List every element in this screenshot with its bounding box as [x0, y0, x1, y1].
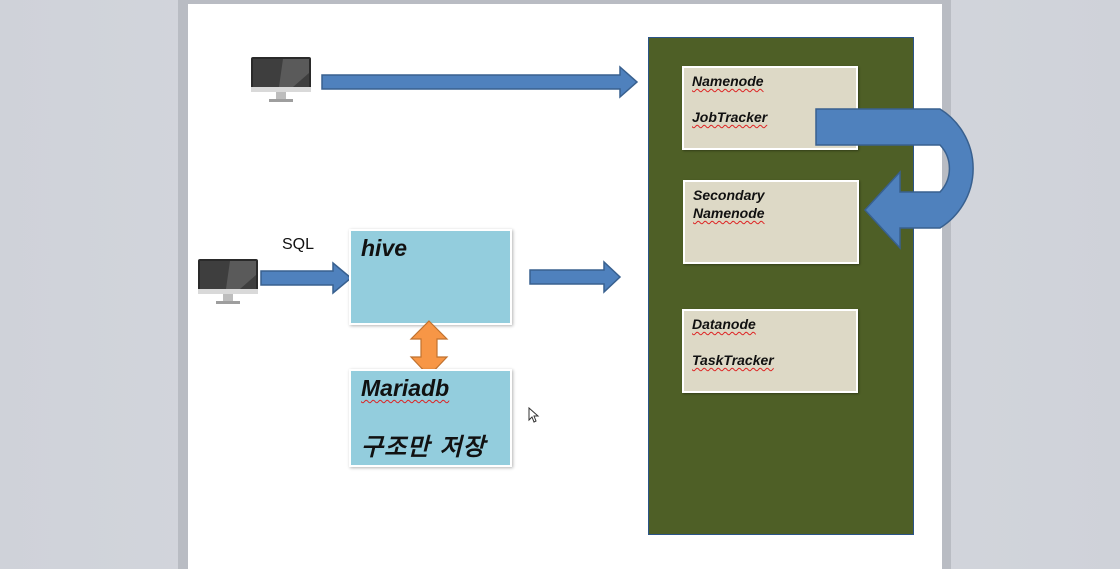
mariadb-caption: 구조만 저장	[361, 433, 486, 461]
mariadb-title: Mariadb	[361, 375, 450, 401]
namenode-box: Namenode JobTracker	[682, 66, 858, 150]
client-to-hive-arrow	[260, 261, 353, 295]
datanode-box: Datanode TaskTracker	[682, 309, 858, 393]
secondary-label: Secondary	[693, 187, 765, 203]
mariadb-box: Mariadb 구조만 저장	[349, 369, 512, 467]
namenode-to-secondary-uturn-arrow	[815, 108, 974, 250]
mouse-cursor-icon	[528, 407, 540, 423]
tasktracker-label: TaskTracker	[692, 352, 774, 368]
monitor-icon	[198, 259, 258, 304]
hive-box: hive	[349, 229, 512, 325]
hive-title: hive	[361, 235, 408, 261]
sql-label: SQL	[282, 236, 315, 253]
secondary-namenode-label: Namenode	[693, 205, 765, 221]
monitor-icon	[251, 57, 311, 102]
namenode-label: Namenode	[692, 73, 764, 89]
datanode-label: Datanode	[692, 316, 756, 332]
hive-to-cluster-arrow	[529, 260, 622, 294]
jobtracker-label: JobTracker	[692, 109, 768, 125]
secondary-namenode-box: Secondary Namenode	[683, 180, 859, 264]
client-to-namenode-arrow	[321, 65, 639, 99]
